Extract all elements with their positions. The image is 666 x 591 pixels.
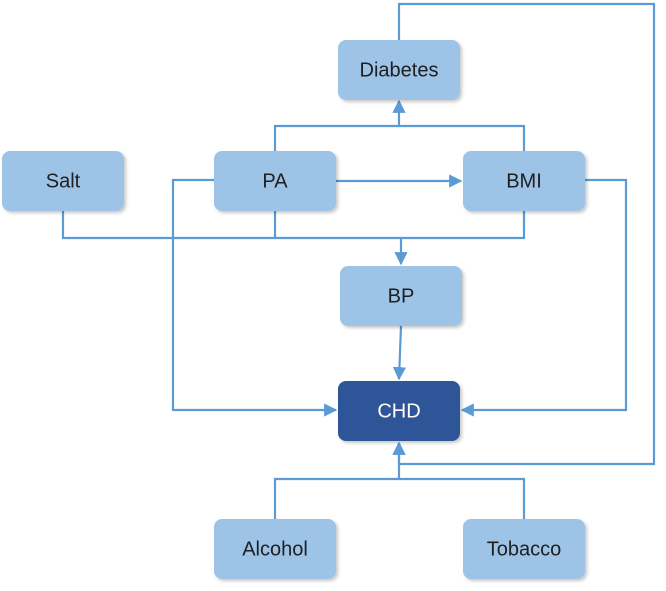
node-alcohol-box (214, 519, 336, 579)
node-bmi: BMI (463, 151, 585, 211)
node-diabetes: Diabetes (338, 40, 460, 100)
node-pa-label: PA (262, 170, 288, 192)
node-bp-label: BP (388, 285, 415, 307)
edge-pa-to-chd (171, 178, 338, 417)
node-alcohol: Alcohol (214, 519, 336, 579)
node-pa-box (214, 151, 336, 211)
node-alcohol-label: Alcohol (242, 538, 308, 560)
node-tobacco-label: Tobacco (487, 538, 562, 560)
node-diabetes-label: Diabetes (360, 59, 439, 81)
node-salt-label: Salt (46, 170, 81, 192)
node-bp: BP (340, 266, 462, 326)
edge-tobacco-to-chd (392, 441, 526, 519)
node-salt-box (2, 151, 124, 211)
node-bmi-box (463, 151, 585, 211)
edge-bmi-to-bp (394, 211, 526, 266)
edge-bp-to-chd (392, 325, 407, 381)
node-salt: Salt (2, 151, 124, 211)
edge-alcohol-to-chd (273, 477, 399, 519)
node-bp-box (340, 266, 462, 326)
edge-bmi-to-diabetes (392, 99, 526, 151)
edges-layer (61, 2, 656, 519)
node-chd: CHD (338, 381, 460, 441)
node-pa: PA (214, 151, 336, 211)
node-chd-box (338, 381, 460, 441)
edge-pa-to-diabetes (273, 124, 399, 151)
edge-salt-to-bp (61, 211, 401, 240)
node-tobacco: Tobacco (463, 519, 585, 579)
node-diabetes-box (338, 40, 460, 100)
node-chd-label: CHD (377, 400, 420, 422)
node-bmi-label: BMI (506, 170, 542, 192)
edge-bmi-to-chd (460, 178, 628, 417)
node-tobacco-box (463, 519, 585, 579)
